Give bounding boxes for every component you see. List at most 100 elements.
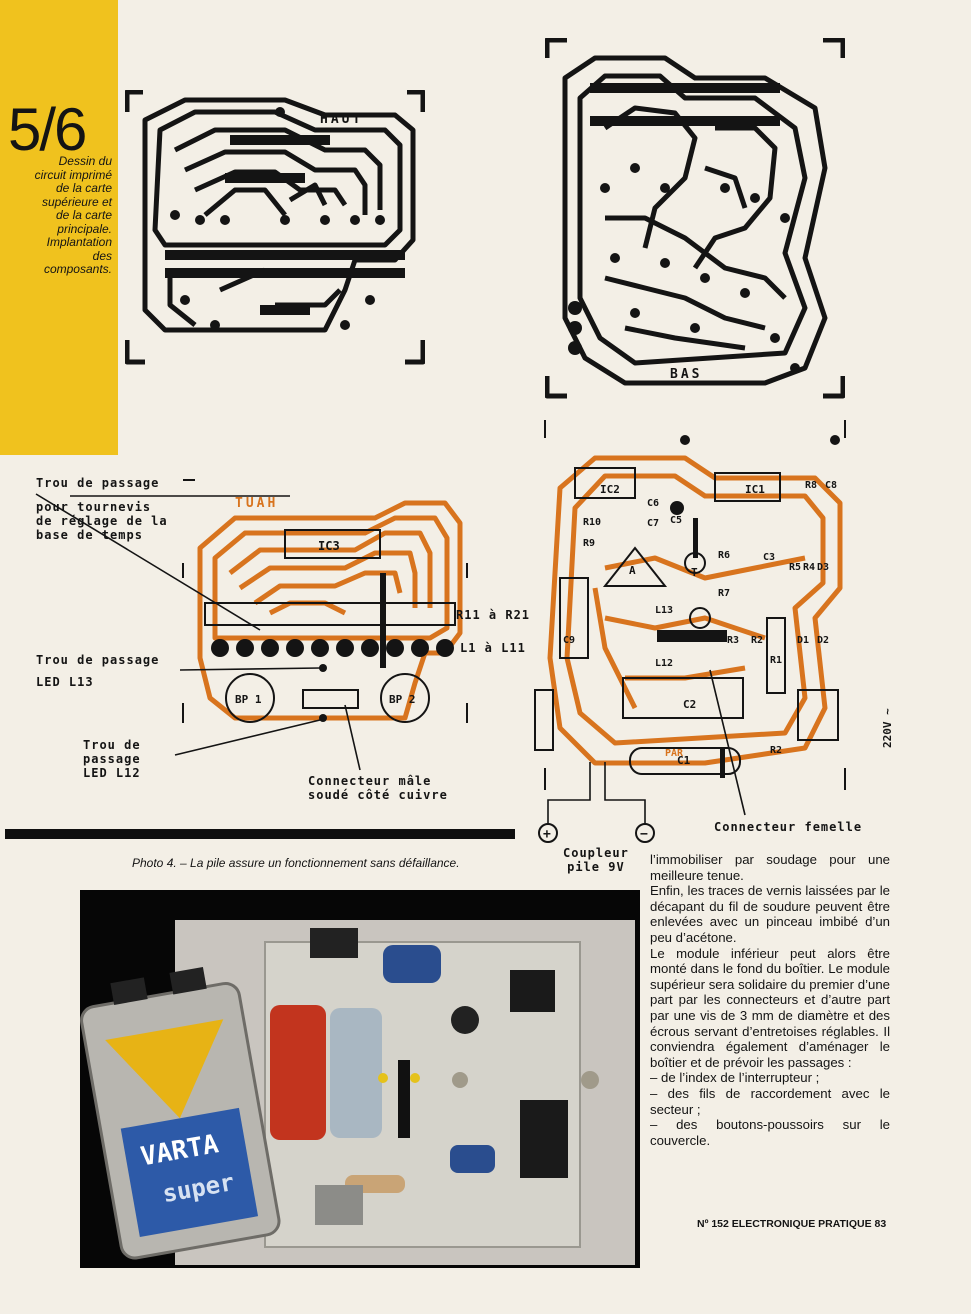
l12-label: L12 — [655, 658, 673, 669]
a-label: A — [629, 564, 636, 577]
t-label: T — [691, 566, 698, 579]
bp2-label: BP 2 — [389, 693, 416, 706]
body-paragraph: – des boutons-poussoirs sur le couvercle… — [650, 1117, 890, 1148]
body-paragraph: Enfin, les traces de vernis laissées par… — [650, 883, 890, 945]
annotation-leader-lines: + − — [35, 493, 746, 843]
r6-label: R6 — [718, 550, 730, 561]
r9-label: R9 — [583, 538, 595, 549]
pcb-top-board-copper: HAUT — [125, 90, 425, 365]
ic-chip-2 — [520, 1100, 568, 1178]
plus-label: + — [543, 827, 551, 842]
c7-label: C7 — [647, 518, 659, 529]
coupleur-line: pile 9V — [567, 860, 625, 874]
capacitor-small — [450, 1145, 495, 1173]
trou-led13-label: Trou de passage LED L13 — [36, 653, 159, 689]
v220-label: 220V ~ — [881, 708, 894, 748]
trou-led13-line: Trou de passage — [36, 653, 160, 667]
figure-caption-line: des — [92, 248, 112, 263]
c3-label: C3 — [763, 552, 775, 563]
pour-tournevis-line: de réglage de la — [36, 514, 168, 528]
photo-caption: Photo 4. – La pile assure un fonctionnem… — [132, 856, 460, 870]
c8-label: C8 — [825, 480, 837, 491]
capacitor-electrolytic — [330, 1008, 382, 1138]
section-divider — [5, 829, 515, 839]
figure-caption-line: circuit imprimé — [34, 167, 112, 182]
figure-band — [0, 0, 118, 455]
d3-label: D3 — [817, 562, 829, 573]
c5-label: C5 — [670, 515, 682, 526]
c6-label: C6 — [647, 498, 659, 509]
ic1-label: IC1 — [745, 483, 765, 496]
figure-caption-line: supérieure et — [41, 194, 112, 209]
body-paragraph: l’immobiliser par soudage pour une meill… — [650, 852, 890, 883]
trou-passage-label: Trou de passage — [36, 476, 160, 490]
figure-caption-line: Implantation — [46, 235, 112, 249]
article-body: l’immobiliser par soudage pour une meill… — [650, 852, 890, 1148]
plus-terminal-icon — [538, 823, 558, 843]
r4-label: R4 — [803, 562, 815, 573]
pour-tournevis-line: base de temps — [36, 528, 143, 542]
minus-terminal-icon — [635, 823, 655, 843]
terminal-block — [315, 1185, 363, 1225]
body-paragraph: Le module inférieur peut alors être mont… — [650, 945, 890, 1070]
capacitor-red — [270, 1005, 326, 1140]
connecteur-male-line: Connecteur mâle — [308, 774, 432, 788]
figure-caption-line: Dessin du — [58, 154, 112, 168]
par-label: PAR — [665, 748, 684, 759]
figure-caption-line: de la carte — [55, 181, 112, 195]
c9-label: C9 — [563, 635, 575, 646]
r5-label: R5 — [789, 562, 801, 573]
connector-strip — [398, 1060, 410, 1138]
battery-9v: VARTA super — [80, 966, 281, 1260]
figure-number: 5/6 — [8, 96, 87, 163]
r2b-label: R2 — [770, 745, 782, 756]
coupleur-label: Coupleur pile 9V — [563, 846, 629, 874]
haut-label: HAUT — [320, 112, 363, 127]
page-footer: Nº 152 ELECTRONIQUE PRATIQUE 83 — [697, 1218, 887, 1230]
connecteur-male-line: soudé côté cuivre — [308, 788, 448, 802]
c1-label: C1 — [677, 754, 691, 767]
r8-label: R8 — [805, 480, 817, 491]
assembled-module-photo: VARTA super — [80, 890, 640, 1268]
photo-illustration: VARTA super — [80, 920, 635, 1265]
trou-led12-line: Trou de — [83, 738, 141, 752]
figure-caption: Dessin du circuit imprimé de la carte su… — [0, 154, 112, 277]
pcb-top-board-implantation: TUAH IC3 BP 1 BP 2 — [182, 479, 468, 723]
trou-led12-line: passage — [83, 752, 141, 766]
figure-caption-line: composants. — [43, 262, 112, 276]
r1-label: R1 — [770, 655, 782, 666]
pcb-main-board-copper: BAS — [545, 38, 845, 399]
tuah-label: TUAH — [235, 496, 278, 511]
trou-led13-line: LED L13 — [36, 675, 94, 689]
minus-label: − — [640, 827, 648, 842]
r2a-label: R2 — [751, 635, 763, 646]
bas-label: BAS — [670, 367, 702, 382]
r10-label: R10 — [583, 517, 601, 528]
connecteur-femelle-label: Connecteur femelle — [714, 820, 863, 834]
switch — [310, 928, 358, 958]
bp1-label: BP 1 — [235, 693, 262, 706]
l1-l11-label: L1 à L11 — [460, 641, 526, 655]
trimmer — [451, 1006, 479, 1034]
ic-chip-1 — [510, 970, 555, 1012]
body-paragraph: – des fils de raccordement avec le secte… — [650, 1085, 890, 1117]
trou-led12-line: LED L12 — [83, 766, 141, 780]
pcb-main-board-implantation: IC2 IC1 C6 C7 C5 R10 R9 R8 C8 A T R6 C3 … — [534, 420, 894, 790]
connecteur-male-label: Connecteur mâle soudé côté cuivre — [308, 774, 448, 802]
c2-label: C2 — [683, 698, 696, 711]
d2-label: D2 — [817, 635, 829, 646]
r3-label: R3 — [727, 635, 739, 646]
r11-r21-label: R11 à R21 — [456, 608, 531, 622]
coupleur-line: Coupleur — [563, 846, 629, 860]
ic3-label: IC3 — [318, 539, 340, 553]
figure-caption-line: principale. — [57, 221, 112, 236]
pour-tournevis-label: pour tournevis de réglage de la base de … — [36, 500, 168, 542]
d1-label: D1 — [797, 635, 809, 646]
figure-caption-line: de la carte — [55, 208, 112, 222]
body-paragraph: – de l’index de l’interrupteur ; — [650, 1070, 820, 1086]
ic2-label: IC2 — [600, 483, 620, 496]
l13-label: L13 — [655, 605, 673, 616]
capacitor-blue — [383, 945, 441, 983]
trou-led12-label: Trou de passage LED L12 — [83, 738, 141, 780]
r7-label: R7 — [718, 588, 730, 599]
